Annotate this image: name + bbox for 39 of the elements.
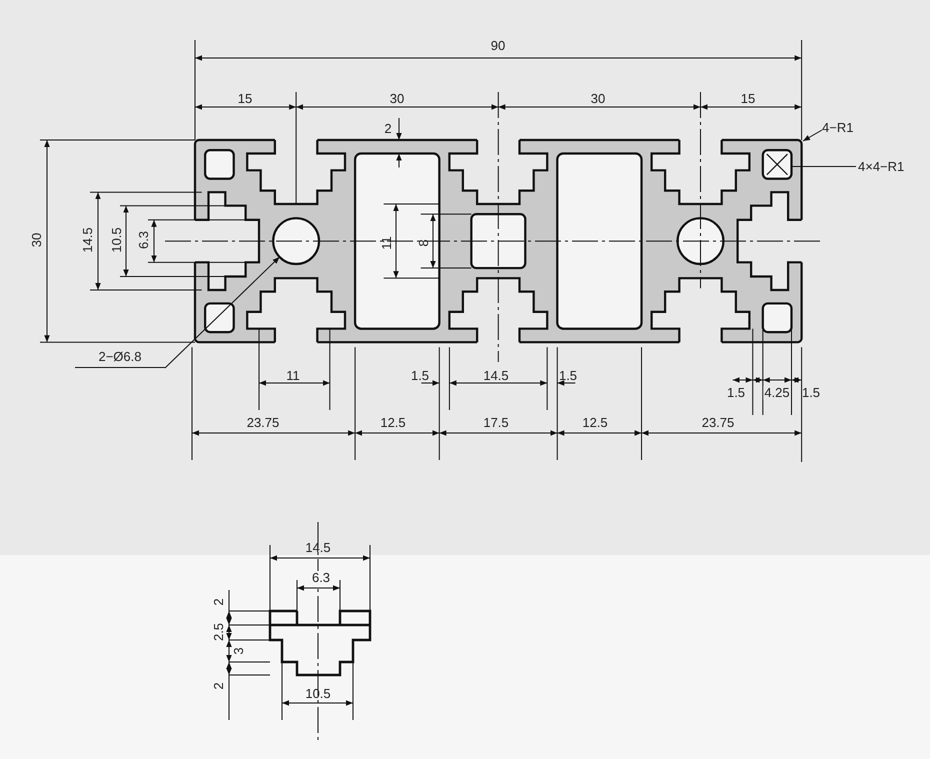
dimension-label: 15 (238, 92, 252, 106)
dimension-label: 2 (212, 598, 226, 606)
leader-line (164, 256, 280, 368)
dimension-label: 2 (384, 122, 392, 136)
dimension-label: 30 (30, 232, 44, 248)
dimension-label: 6.3 (137, 230, 151, 250)
dimension-label: 1.5 (802, 386, 820, 400)
dimension-label: 11 (380, 236, 394, 250)
dimension-label: 23.75 (702, 416, 734, 430)
dimension-label: 10.5 (110, 227, 124, 253)
leader-line (792, 166, 856, 167)
leader-line (802, 130, 822, 142)
dimension-label: 17.5 (483, 416, 509, 430)
dimension-label: 12.5 (582, 416, 608, 430)
dimension-label: 10.5 (305, 687, 331, 701)
dimension-label: 1.5 (726, 386, 746, 400)
square-hole (762, 149, 793, 180)
dimension-label: 11 (286, 369, 300, 383)
dimension-label: 30 (390, 92, 404, 106)
callout-text: 2−Ø6.8 (75, 350, 165, 368)
dimension-label: 1.5 (558, 369, 578, 383)
dimension-label: 1.5 (410, 369, 430, 383)
callout-text: 4×4−R1 (858, 160, 904, 174)
dimension-label: 4.25 (763, 386, 791, 400)
dimension-label: 23.75 (246, 416, 280, 430)
callout-text: 4−R1 (822, 121, 854, 135)
hole-circle (272, 217, 320, 266)
dimension-label: 14.5 (81, 227, 95, 253)
dimension-label: 6.3 (310, 571, 332, 585)
dimension-label: 12.5 (380, 416, 406, 430)
dimension-label: 14.5 (305, 541, 331, 555)
dimension-label: 8 (417, 239, 431, 247)
dimension-label: 2.5 (212, 622, 226, 642)
dimension-label: 2 (212, 682, 226, 690)
dimension-label: 14.5 (483, 369, 509, 383)
dimension-label: 3 (232, 647, 246, 655)
dimension-label: 30 (590, 92, 606, 106)
dimension-label: 15 (740, 92, 756, 106)
dimension-label: 90 (490, 39, 506, 53)
